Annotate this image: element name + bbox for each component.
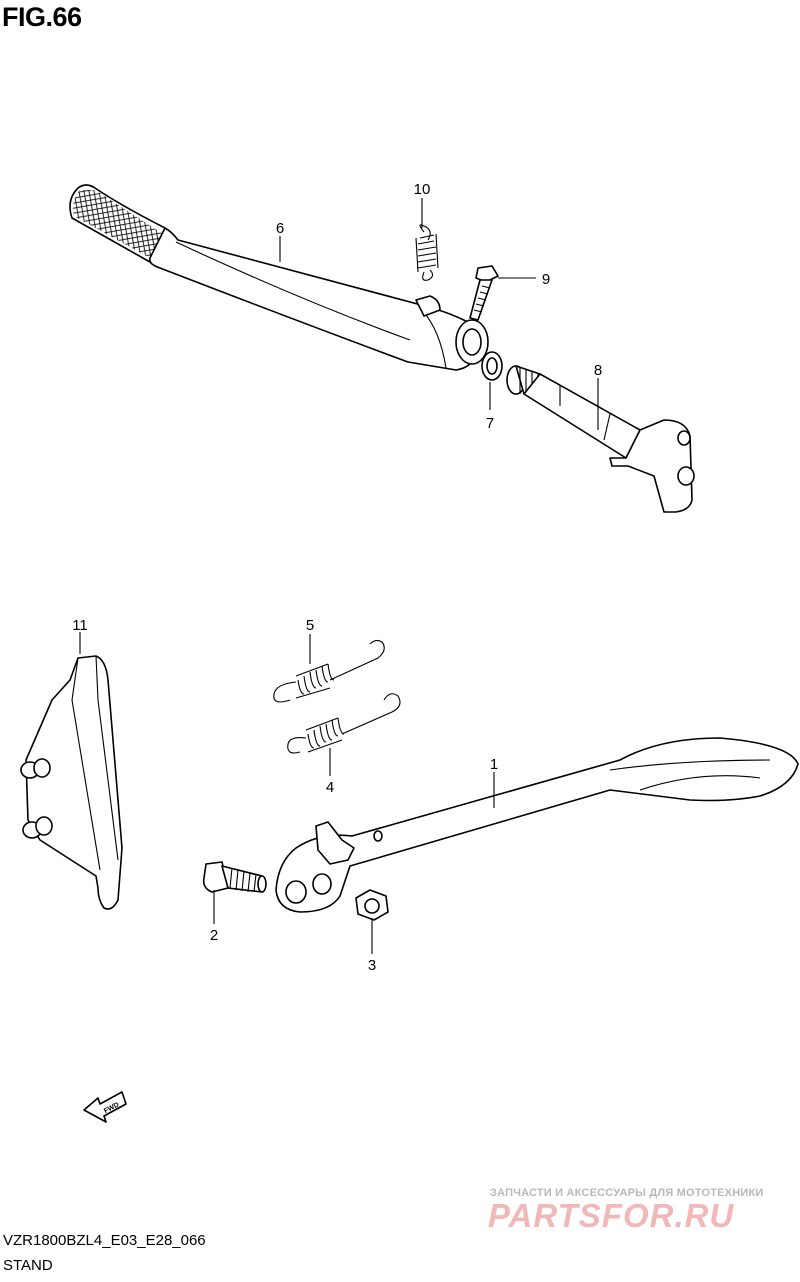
model-code: VZR1800BZL4_E03_E28_066 xyxy=(3,1232,206,1249)
part-9-bolt[interactable] xyxy=(469,265,499,321)
leader-lines xyxy=(79,198,599,954)
fwd-arrow-icon: FWD xyxy=(83,1091,127,1123)
part-7-o-ring[interactable] xyxy=(481,351,503,381)
callout-10: 10 xyxy=(414,181,431,198)
part-11-bracket[interactable] xyxy=(20,655,123,910)
callout-1: 1 xyxy=(490,756,498,773)
figure-title: FIG.66 xyxy=(2,2,82,32)
callout-7: 7 xyxy=(486,415,494,432)
callout-4: 4 xyxy=(326,779,334,796)
callout-3: 3 xyxy=(368,957,376,974)
part-5-spring[interactable] xyxy=(273,639,385,703)
watermark-logo: PARTSFOR.RU xyxy=(488,1197,735,1234)
callout-5: 5 xyxy=(306,617,314,634)
callout-2: 2 xyxy=(210,927,218,944)
callout-9: 9 xyxy=(542,271,550,288)
part-8-shaft[interactable] xyxy=(506,365,695,513)
part-10-spring[interactable] xyxy=(415,224,439,281)
part-2-pivot-bolt[interactable] xyxy=(202,861,267,893)
callout-8: 8 xyxy=(594,362,602,379)
section-name: STAND xyxy=(3,1257,53,1274)
callout-11: 11 xyxy=(72,617,88,634)
part-1-side-stand[interactable] xyxy=(275,737,799,913)
part-6-arm[interactable] xyxy=(69,184,489,371)
part-3-nut[interactable] xyxy=(355,889,389,921)
callout-6: 6 xyxy=(276,220,284,237)
watermark-subtitle: ЗАПЧАСТИ И АКСЕССУАРЫ ДЛЯ МОТОТЕХНИКИ xyxy=(490,1187,764,1199)
part-4-spring[interactable] xyxy=(287,693,401,754)
